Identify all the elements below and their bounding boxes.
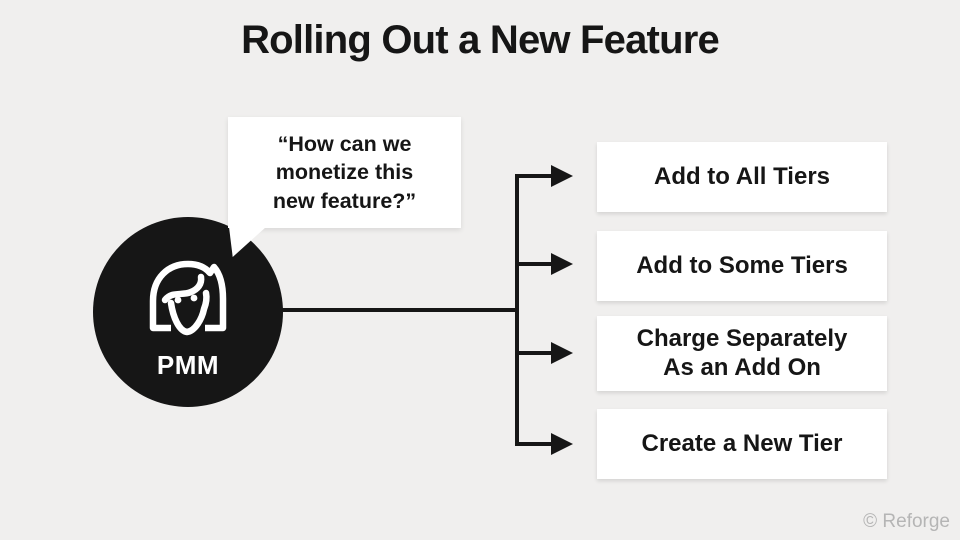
option-box-add-to-some-tiers: Add to Some Tiers — [597, 231, 887, 301]
speech-line: “How can we — [277, 131, 412, 156]
option-box-create-new-tier: Create a New Tier — [597, 409, 887, 479]
speech-bubble: “How can we monetize this new feature?” — [228, 117, 461, 228]
option-label: Add to All Tiers — [653, 162, 830, 190]
right-arrowhead-icon — [551, 253, 573, 275]
connector-stub — [517, 442, 553, 446]
option-label: Create a New Tier — [641, 429, 843, 457]
connector-stub — [517, 351, 553, 355]
right-arrowhead-icon — [551, 165, 573, 187]
reforge-watermark: © Reforge — [863, 511, 950, 532]
option-box-add-to-all-tiers: Add to All Tiers — [597, 142, 887, 212]
woman-face-icon — [136, 249, 240, 349]
option-label: Add to Some Tiers — [636, 251, 848, 279]
option-label: Charge Separately — [636, 325, 848, 353]
right-arrowhead-icon — [551, 342, 573, 364]
pmm-actor-node: PMM — [93, 217, 283, 407]
option-box-charge-separately: Charge Separately As an Add On — [597, 316, 887, 391]
connector-branch-line — [515, 174, 519, 446]
speech-line: monetize this — [275, 160, 414, 185]
speech-line: new feature?” — [272, 188, 417, 213]
connector-stub — [517, 174, 553, 178]
page-title: Rolling Out a New Feature — [241, 18, 720, 62]
right-arrowhead-icon — [551, 433, 573, 455]
connector-main-line — [263, 308, 519, 312]
option-label: As an Add On — [663, 353, 821, 381]
connector-stub — [517, 262, 553, 266]
pmm-label: PMM — [156, 350, 220, 380]
